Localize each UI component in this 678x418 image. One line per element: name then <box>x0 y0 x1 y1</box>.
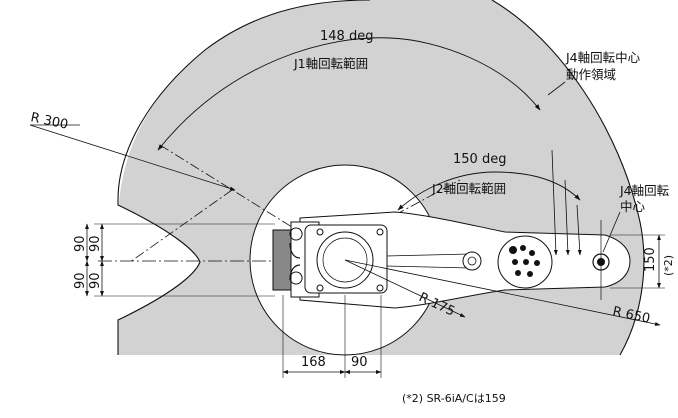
dim-150-note-ref: (*2) <box>662 255 675 276</box>
dim-168-label: 168 <box>301 355 326 370</box>
dim-90-lower-label: 90 <box>88 272 103 289</box>
j1-range-line-lower <box>129 189 233 263</box>
j4-center-label-2: 中心 <box>620 199 646 214</box>
arm-joint-j2-inner <box>467 256 477 266</box>
arc-148-deg <box>157 37 541 151</box>
envelope-notch <box>118 205 200 320</box>
footnote: (*2) SR-6iA/Cは159 <box>402 392 506 405</box>
j4-area-leader <box>547 81 566 96</box>
r300-label: R 300 <box>29 110 69 133</box>
angle-j2-label: 150 deg <box>453 152 506 167</box>
connector-panel <box>497 235 553 289</box>
r175-leader <box>344 259 466 318</box>
range-j1-label: J1軸回転範囲 <box>293 56 368 71</box>
dim-90-bottom-label: 90 <box>351 355 368 370</box>
work-envelope-outline <box>117 0 645 356</box>
dim-90-left-upper-label: 90 <box>73 235 88 252</box>
angle-j1-label: 148 deg <box>320 29 373 44</box>
dim-90-left-lower-label: 90 <box>73 272 88 289</box>
j4-center-leader <box>602 211 621 253</box>
range-j2-label: J2軸回転範囲 <box>431 181 506 196</box>
robot-base <box>272 221 388 298</box>
j4-zone-arrow-2 <box>564 179 570 256</box>
dim-150-label: 150 <box>643 247 658 272</box>
arc-150-deg <box>397 171 581 211</box>
r300-leader <box>29 124 236 191</box>
j4-zone-arrow-3 <box>576 204 582 256</box>
j4-zone-arrow-1 <box>551 149 558 256</box>
r650-leader <box>344 259 661 326</box>
j4-area-label-1: J4軸回転中心 <box>565 50 641 65</box>
j4-center-label-1: J4軸回転 <box>619 183 670 198</box>
arm-joint-j2 <box>462 251 482 271</box>
j4-area-label-2: 動作領域 <box>566 67 616 82</box>
dim-90-upper-label: 90 <box>88 235 103 252</box>
